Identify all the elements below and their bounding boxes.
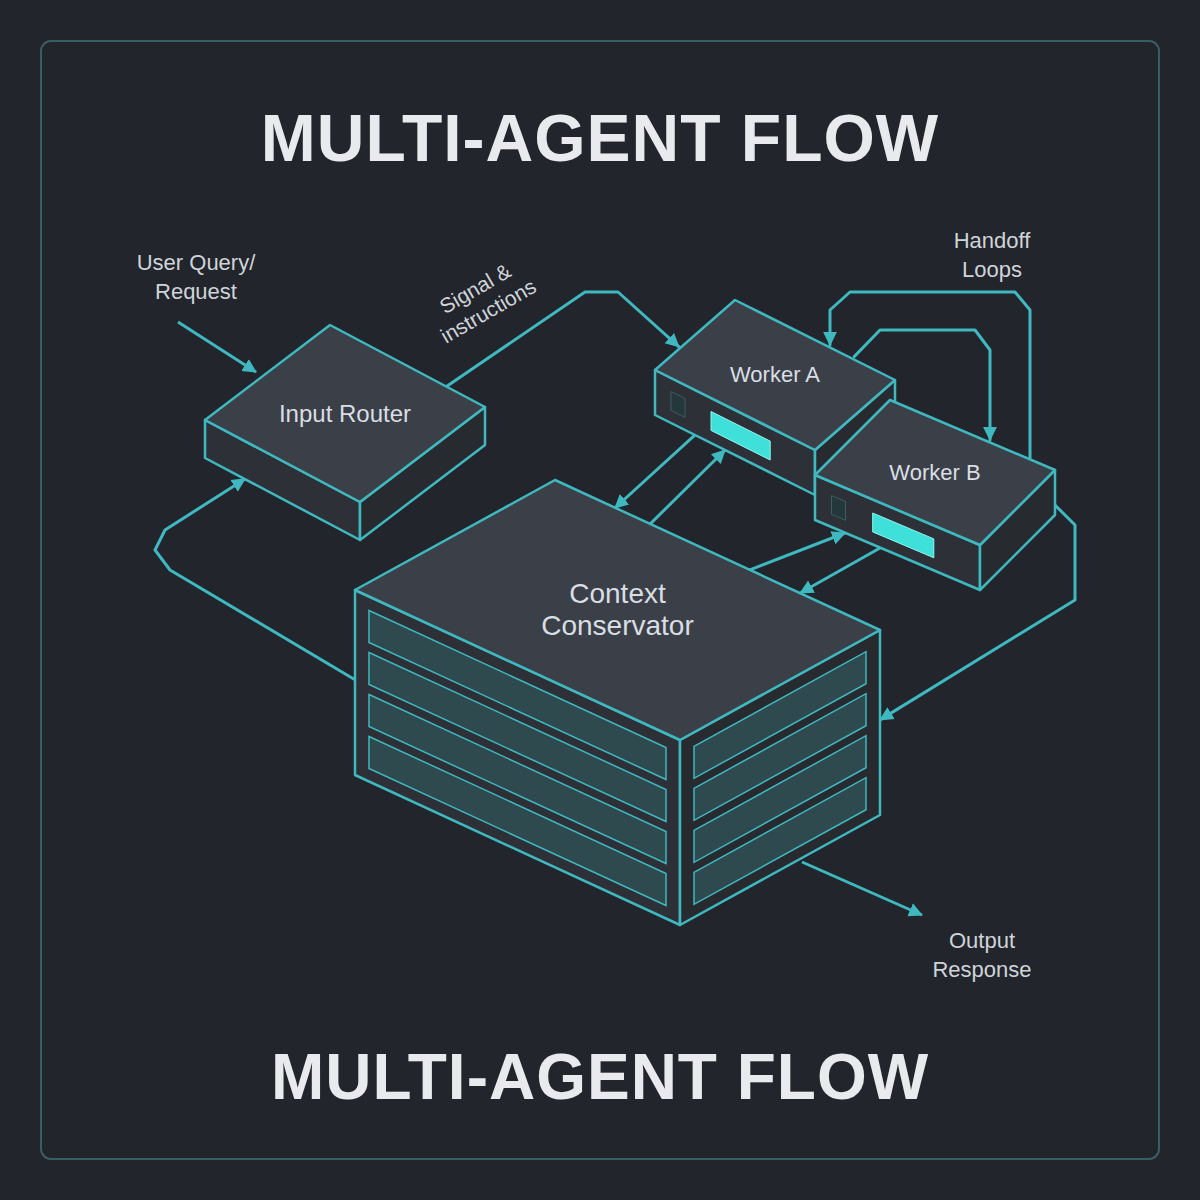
box-top-face	[655, 300, 895, 450]
node-text: Input Router	[279, 400, 411, 428]
frame-border	[41, 41, 1159, 1159]
node-text: Context Conservator	[497, 578, 739, 642]
loop-label: Handoff Loops	[936, 227, 1048, 284]
node-text-block: Worker B	[889, 460, 980, 485]
input-arrow	[178, 322, 256, 372]
connector	[800, 548, 880, 593]
node-text: Worker A	[730, 362, 820, 387]
node-label-area: Worker A	[703, 315, 847, 435]
diagram-caption: MULTI-AGENT FLOW	[0, 1040, 1200, 1114]
box-top-face	[815, 400, 1055, 545]
node-text-block: Input Router	[279, 400, 411, 428]
node-text-block: Worker A	[730, 362, 820, 387]
conservator-box: Context Conservator	[355, 480, 880, 925]
node-label-area: Worker B	[863, 415, 1007, 531]
status-panel	[711, 412, 770, 461]
node-text: Worker B	[889, 460, 980, 485]
output-arrow	[802, 862, 922, 915]
vent-band	[694, 778, 866, 905]
port-slot	[832, 496, 846, 521]
connector	[750, 533, 845, 570]
edge-label: Signal & instructions	[413, 245, 552, 355]
box-outline	[353, 478, 882, 927]
worker-box: Worker B	[815, 400, 1055, 590]
connector	[650, 450, 725, 524]
output-label: Output Response	[912, 927, 1052, 984]
diagram-title: MULTI-AGENT FLOW	[0, 100, 1200, 176]
box-outline	[813, 398, 1057, 592]
box-outline	[203, 323, 487, 542]
connector	[615, 435, 695, 508]
node-text-block: Context Conservator	[497, 578, 739, 642]
input-label: User Query/ Request	[116, 249, 276, 306]
node-label-area: Context Conservator	[497, 506, 739, 714]
status-panel	[873, 513, 934, 558]
port-slot	[671, 392, 685, 418]
box-top-face	[205, 325, 485, 502]
vent-band	[369, 737, 666, 906]
router-box: Input Router	[205, 325, 485, 540]
node-label-area: Input Router	[275, 343, 415, 485]
connector	[445, 292, 679, 387]
